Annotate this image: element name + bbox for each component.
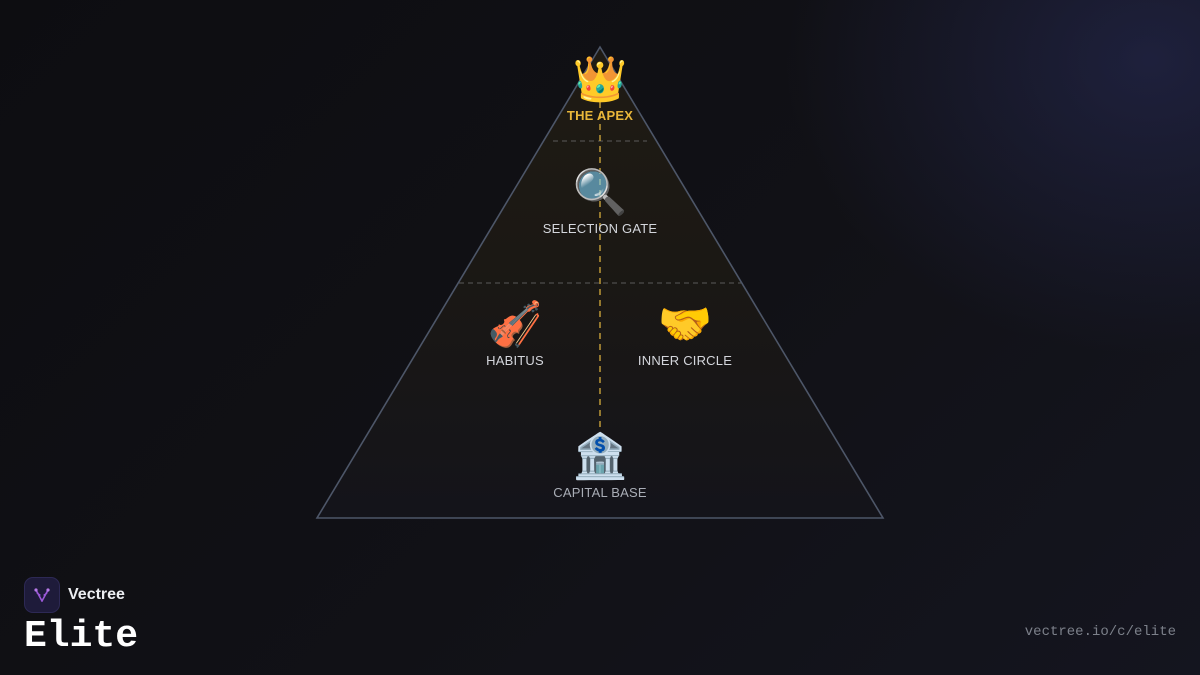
vectree-logo-icon [24, 577, 60, 613]
node-inner-circle: 🤝 INNER CIRCLE [637, 299, 733, 369]
bank-icon: 🏦 [572, 431, 628, 482]
footer-url: vectree.io/c/elite [1024, 624, 1176, 640]
node-label-capital-base: CAPITAL BASE [553, 485, 647, 500]
handshake-icon: 🤝 [657, 299, 713, 350]
violin-icon: 🎻 [487, 299, 543, 350]
tree-branch-icon [34, 588, 50, 602]
brand-row: Vectree [24, 577, 138, 613]
node-the-apex: 👑 THE APEX [566, 54, 634, 124]
magnifier-icon: 🔍 [572, 167, 628, 218]
node-selection-gate: 🔍 SELECTION GATE [542, 167, 658, 237]
node-label-inner-circle: INNER CIRCLE [637, 353, 733, 368]
brand-block: Vectree Elite [24, 577, 138, 659]
node-label-selection-gate: SELECTION GATE [542, 221, 658, 236]
brand-name: Vectree [68, 586, 125, 603]
node-label-habitus: HABITUS [486, 353, 544, 368]
page-title: Elite [24, 615, 139, 658]
node-label-the-apex: THE APEX [566, 108, 634, 123]
node-habitus: 🎻 HABITUS [486, 299, 544, 369]
crown-icon: 👑 [572, 54, 628, 105]
node-capital-base: 🏦 CAPITAL BASE [553, 431, 647, 501]
